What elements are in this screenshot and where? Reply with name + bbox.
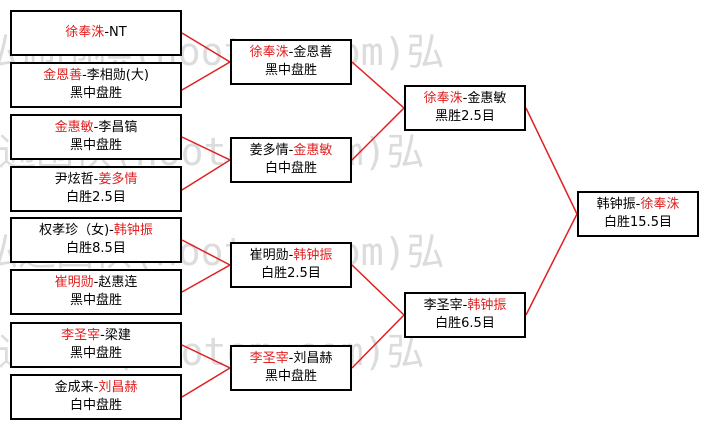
player-2: 韩钟振 [113,223,153,238]
player-1: 金恩善 [43,68,83,83]
bracket-line [181,344,232,398]
match-box: 金惠敏-李昌镐黑中盘胜 [10,114,182,160]
player-2: 刘昌赫 [293,351,333,366]
match-players: 姜多情-金惠敏 [249,143,333,158]
player-1: 李圣宰 [423,298,463,313]
match-players: 崔明勋-赵惠连 [54,275,138,290]
bracket-line [181,239,232,293]
player-2: 赵惠连 [98,275,138,290]
player-2: 李相勋(大) [86,68,149,83]
player-1: 金惠敏 [54,120,94,135]
player-1: 姜多情 [249,143,289,158]
match-result: 黑中盘胜 [69,86,122,101]
bracket-line [351,264,406,369]
player-1: 崔明勋 [249,248,289,263]
player-1: 韩钟振 [596,197,636,212]
match-players: 崔明勋-韩钟振 [249,248,333,263]
match-box: 徐奉洙-金恩善黑中盘胜 [230,39,352,85]
match-result: 黑中盘胜 [69,138,122,153]
match-players: 李圣宰-梁建 [61,328,131,343]
player-1: 徐奉洙 [65,25,105,40]
match-players: 徐奉洙-NT [65,25,127,40]
player-1: 徐奉洙 [423,91,463,106]
match-box: 李圣宰-韩钟振白胜6.5目 [404,292,526,338]
match-result: 黑中盘胜 [69,346,122,361]
match-box: 金恩善-李相勋(大) 黑中盘胜 [10,62,182,108]
match-box: 姜多情-金惠敏白中盘胜 [230,137,352,183]
player-1: 徐奉洙 [249,45,289,60]
match-players: 权孝珍（女)-韩钟振 [39,223,153,238]
player-1: 尹炫哲 [54,172,94,187]
player-2: 金恩善 [293,45,333,60]
match-box: 李圣宰-梁建黑中盘胜 [10,322,182,368]
bracket-line [181,32,232,91]
match-players: 徐奉洙-金惠敏 [423,91,507,106]
player-1: 权孝珍（女) [39,223,110,238]
player-2: NT [109,25,127,40]
player-1: 金成来 [54,380,94,395]
player-2: 梁建 [104,328,131,343]
player-1: 李圣宰 [249,351,289,366]
player-2: 刘昌赫 [98,380,138,395]
match-result: 白胜2.5目 [261,266,321,281]
match-box: 韩钟振-徐奉洙白胜15.5目 [577,191,699,237]
player-2: 徐奉洙 [640,197,680,212]
player-2: 金惠敏 [467,91,507,106]
match-box: 徐奉洙-金惠敏黑胜2.5目 [404,85,526,131]
match-result: 黑胜2.5目 [435,109,495,124]
match-box: 崔明勋-韩钟振白胜2.5目 [230,242,352,288]
match-result: 白胜15.5目 [604,215,672,230]
match-result: 白中盘胜 [264,161,317,176]
player-2: 金惠敏 [293,143,333,158]
match-players: 金惠敏-李昌镐 [54,120,138,135]
player-1: 崔明勋 [54,275,94,290]
match-result: 白中盘胜 [69,398,122,413]
match-result: 黑中盘胜 [69,293,122,308]
match-box: 权孝珍（女)-韩钟振白胜8.5目 [10,217,182,263]
bracket-line [525,107,578,316]
match-result: 白胜2.5目 [66,190,126,205]
bracket-line [181,136,232,191]
match-players: 金恩善-李相勋(大) [43,68,149,83]
player-2: 姜多情 [98,172,138,187]
match-result: 白胜6.5目 [435,316,495,331]
match-players: 尹炫哲-姜多情 [54,172,138,187]
player-1: 李圣宰 [61,328,101,343]
match-players: 李圣宰-韩钟振 [423,298,507,313]
match-box: 徐奉洙-NT [10,10,182,56]
match-result: 黑中盘胜 [264,369,317,384]
match-box: 尹炫哲-姜多情白胜2.5目 [10,166,182,212]
match-box: 崔明勋-赵惠连黑中盘胜 [10,269,182,315]
match-players: 韩钟振-徐奉洙 [596,197,680,212]
player-2: 李昌镐 [98,120,138,135]
match-players: 徐奉洙-金恩善 [249,45,333,60]
match-result: 白胜8.5目 [66,241,126,256]
match-box: 金成来-刘昌赫白中盘胜 [10,374,182,420]
player-2: 韩钟振 [293,248,333,263]
match-players: 李圣宰-刘昌赫 [249,351,333,366]
match-result: 黑中盘胜 [264,63,317,78]
match-players: 金成来-刘昌赫 [54,380,138,395]
match-box: 李圣宰-刘昌赫黑中盘胜 [230,345,352,391]
bracket-line [351,61,406,161]
player-2: 韩钟振 [467,298,507,313]
